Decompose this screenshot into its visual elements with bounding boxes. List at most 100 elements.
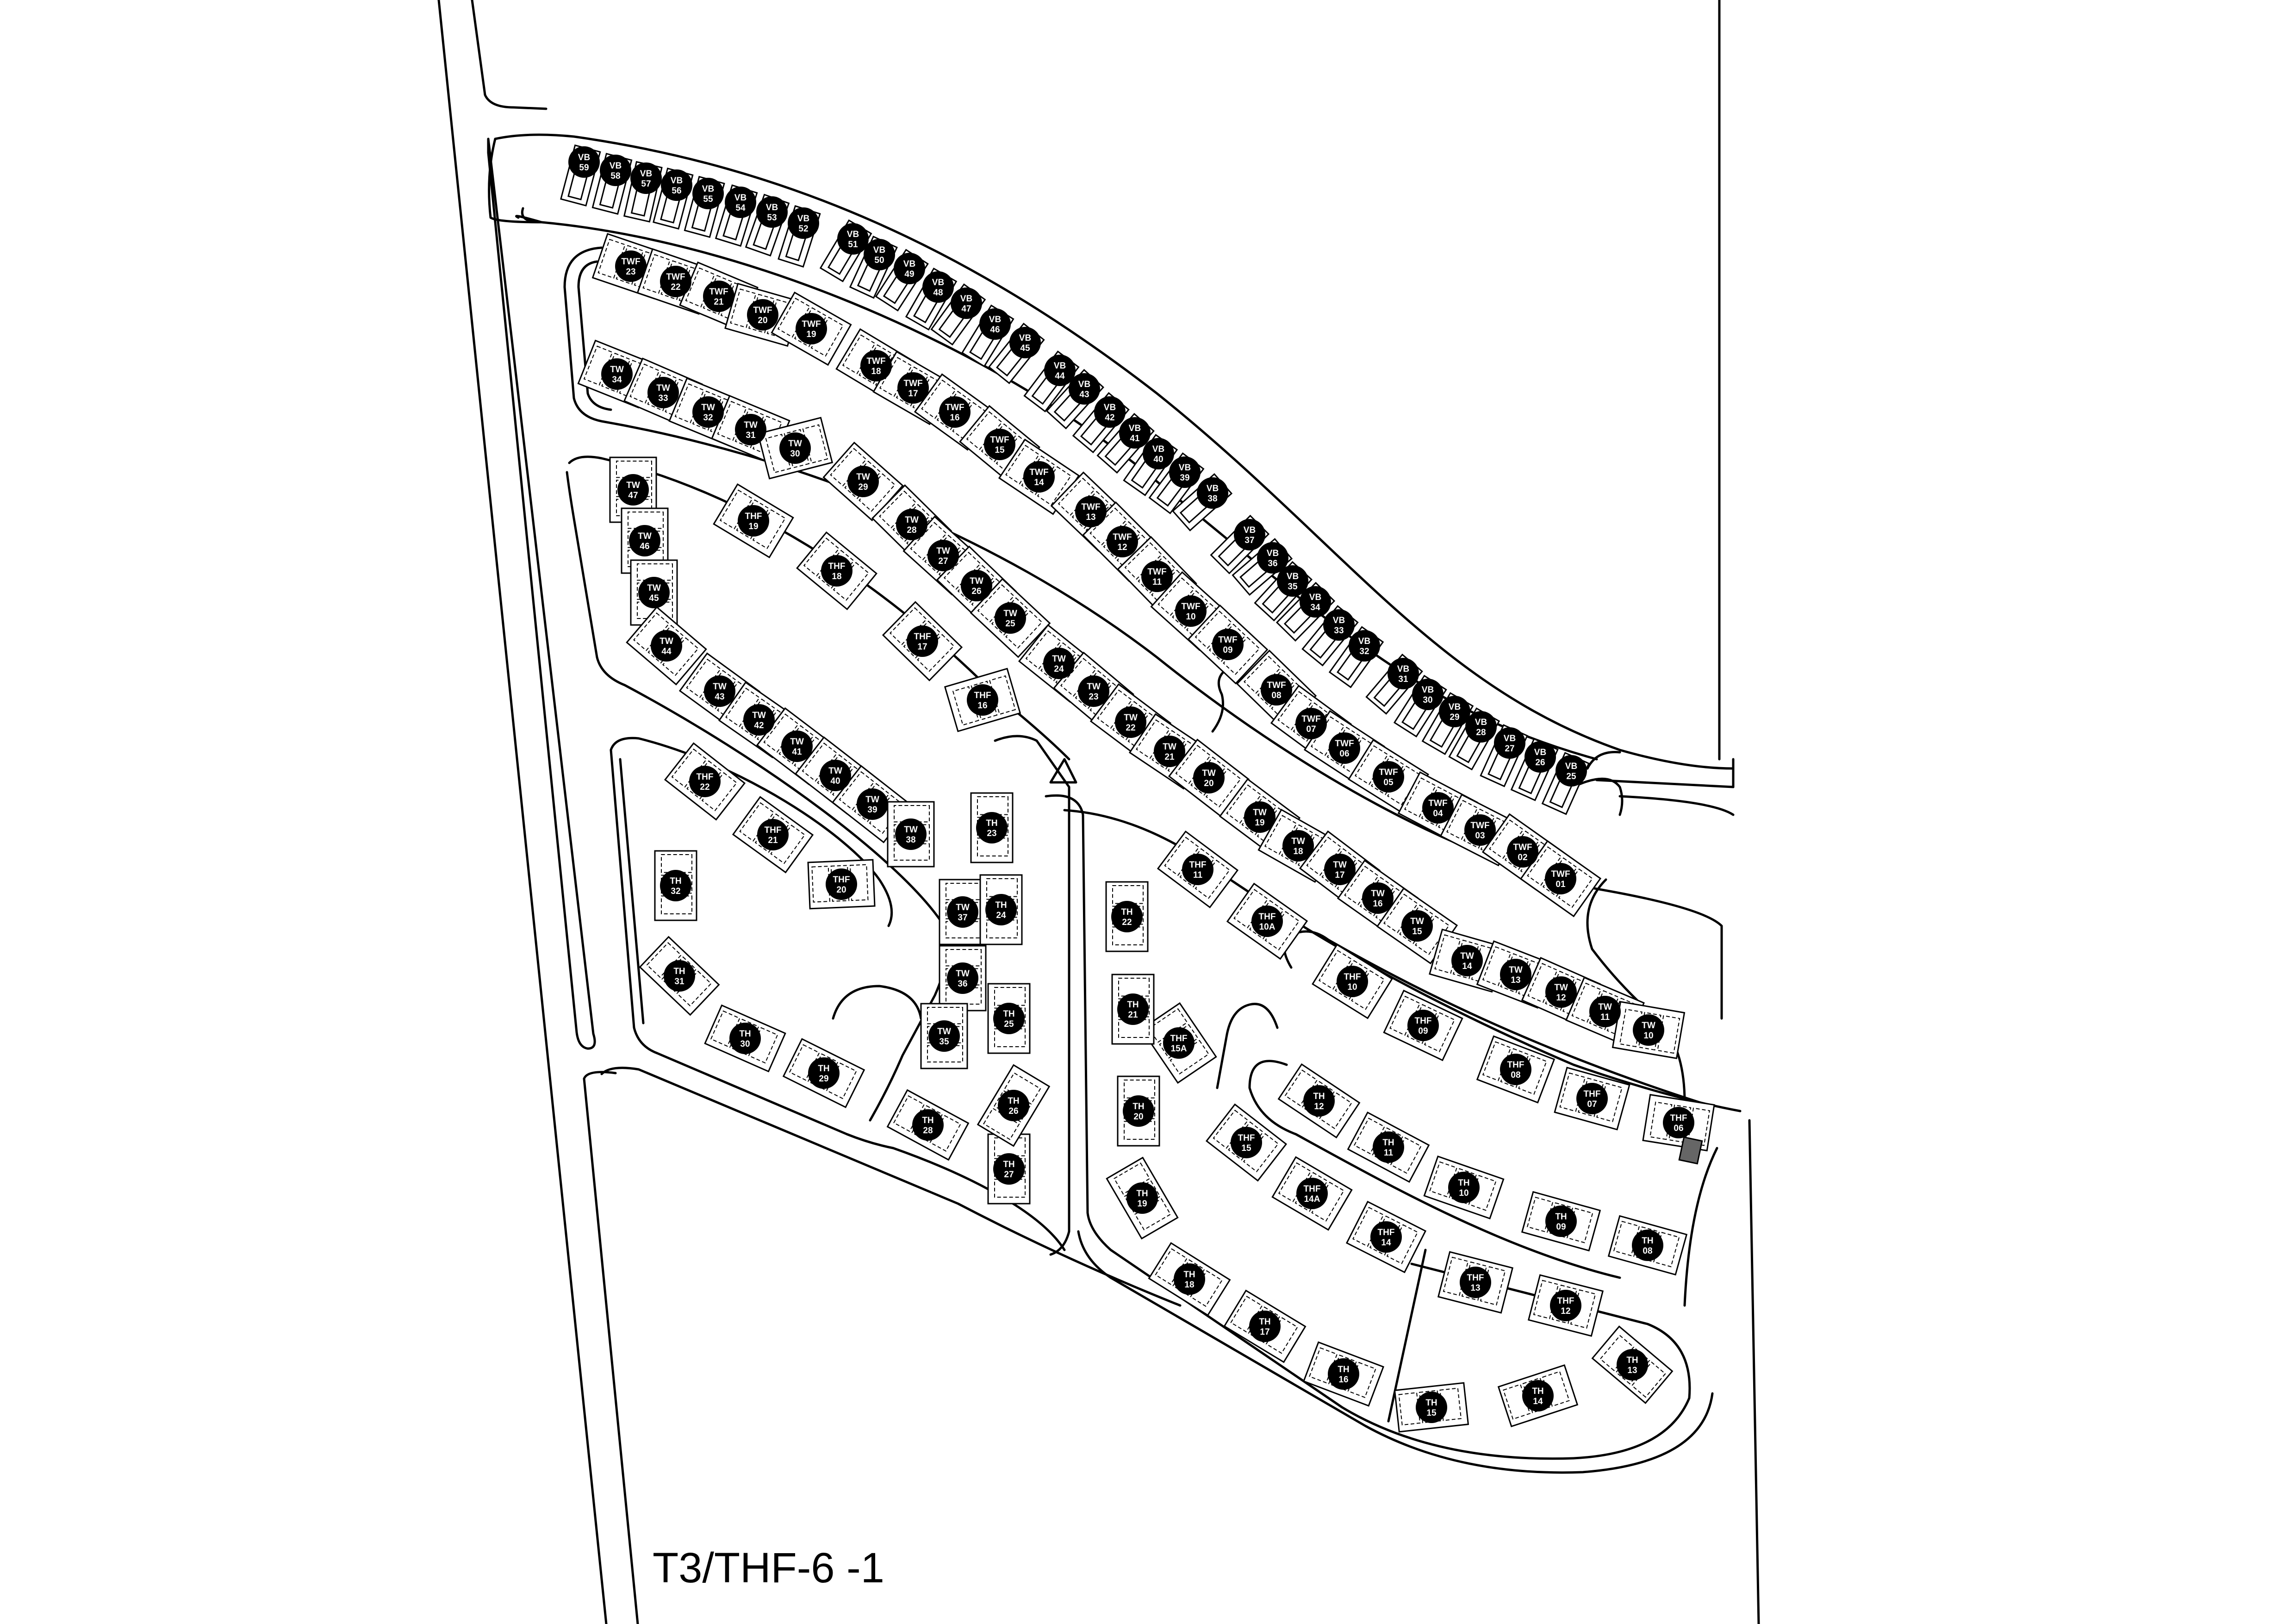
unit-marker-twf-20[interactable]: TWF20 — [747, 299, 778, 331]
unit-marker-tw-39[interactable]: TW39 — [857, 788, 888, 820]
unit-marker-twf-05[interactable]: TWF05 — [1373, 761, 1404, 793]
unit-marker-thf-17[interactable]: THF17 — [907, 625, 938, 657]
unit-marker-thf-18[interactable]: THF18 — [821, 555, 852, 587]
unit-marker-th-11[interactable]: TH11 — [1373, 1131, 1404, 1163]
unit-marker-vb-52[interactable]: VB52 — [788, 207, 819, 239]
unit-marker-twf-02[interactable]: TWF02 — [1507, 836, 1538, 868]
unit-marker-tw-30[interactable]: TW30 — [779, 432, 811, 464]
unit-marker-vb-26[interactable]: VB26 — [1524, 741, 1556, 773]
unit-marker-vb-46[interactable]: VB46 — [979, 308, 1011, 340]
unit-marker-thf-14[interactable]: THF14 — [1370, 1221, 1402, 1253]
unit-marker-thf-08[interactable]: THF08 — [1500, 1054, 1531, 1085]
unit-marker-tw-17[interactable]: TW17 — [1324, 854, 1356, 885]
unit-marker-th-29[interactable]: TH29 — [808, 1057, 840, 1089]
unit-marker-vb-29[interactable]: VB29 — [1439, 696, 1470, 727]
unit-marker-tw-24[interactable]: TW24 — [1043, 648, 1075, 679]
unit-marker-vb-48[interactable]: VB48 — [922, 271, 954, 303]
unit-marker-vb-36[interactable]: VB36 — [1257, 542, 1288, 574]
unit-marker-thf-22[interactable]: THF22 — [689, 766, 721, 797]
unit-marker-twf-07[interactable]: TWF07 — [1295, 708, 1327, 739]
unit-marker-tw-36[interactable]: TW36 — [947, 962, 978, 994]
unit-marker-twf-11[interactable]: TWF11 — [1141, 561, 1173, 592]
unit-marker-vb-28[interactable]: VB28 — [1465, 711, 1497, 743]
unit-marker-tw-38[interactable]: TW38 — [895, 818, 927, 850]
unit-marker-th-13[interactable]: TH13 — [1617, 1349, 1648, 1380]
unit-marker-twf-04[interactable]: TWF04 — [1422, 792, 1454, 824]
unit-marker-vb-34[interactable]: VB34 — [1300, 586, 1331, 618]
unit-marker-th-30[interactable]: TH30 — [729, 1023, 761, 1054]
unit-marker-th-19[interactable]: TH19 — [1126, 1182, 1158, 1214]
unit-marker-twf-17[interactable]: TWF17 — [897, 372, 929, 404]
unit-marker-thf-19[interactable]: THF19 — [738, 505, 769, 537]
unit-marker-thf-12[interactable]: THF12 — [1550, 1290, 1581, 1321]
unit-marker-thf-16[interactable]: THF16 — [967, 684, 998, 716]
unit-marker-twf-12[interactable]: TWF12 — [1107, 526, 1138, 557]
unit-marker-twf-10[interactable]: TWF10 — [1175, 595, 1207, 627]
unit-marker-tw-11[interactable]: TW11 — [1589, 996, 1621, 1027]
unit-marker-thf-10[interactable]: THF10 — [1337, 966, 1368, 997]
unit-marker-tw-40[interactable]: TW40 — [820, 760, 851, 791]
unit-marker-vb-45[interactable]: VB45 — [1009, 327, 1041, 358]
unit-marker-th-22[interactable]: TH22 — [1111, 901, 1143, 932]
unit-marker-tw-43[interactable]: TW43 — [704, 675, 735, 707]
unit-marker-twf-01[interactable]: TWF01 — [1545, 863, 1576, 894]
unit-marker-tw-34[interactable]: TW34 — [601, 358, 633, 390]
unit-marker-thf-06[interactable]: THF06 — [1663, 1107, 1694, 1138]
unit-marker-thf-13[interactable]: THF13 — [1460, 1267, 1491, 1298]
unit-marker-vb-39[interactable]: VB39 — [1169, 456, 1201, 488]
unit-marker-vb-55[interactable]: VB55 — [692, 178, 724, 209]
unit-marker-thf-15a[interactable]: THF15A — [1163, 1027, 1195, 1059]
unit-marker-th-16[interactable]: TH16 — [1328, 1358, 1359, 1390]
unit-marker-th-10[interactable]: TH10 — [1448, 1172, 1480, 1203]
unit-marker-th-23[interactable]: TH23 — [976, 812, 1008, 843]
unit-marker-th-27[interactable]: TH27 — [993, 1153, 1025, 1185]
unit-marker-vb-50[interactable]: VB50 — [864, 239, 895, 270]
unit-marker-vb-47[interactable]: VB47 — [951, 287, 982, 319]
unit-marker-thf-11[interactable]: THF11 — [1182, 854, 1213, 885]
unit-marker-twf-23[interactable]: TWF23 — [615, 250, 647, 282]
unit-marker-th-18[interactable]: TH18 — [1174, 1263, 1205, 1295]
unit-marker-vb-41[interactable]: VB41 — [1119, 417, 1151, 449]
unit-marker-thf-09[interactable]: THF09 — [1407, 1010, 1439, 1041]
unit-marker-vb-53[interactable]: VB53 — [756, 196, 788, 228]
unit-marker-vb-25[interactable]: VB25 — [1556, 755, 1587, 787]
unit-marker-vb-32[interactable]: VB32 — [1349, 630, 1380, 662]
unit-marker-tw-21[interactable]: TW21 — [1154, 736, 1185, 767]
unit-marker-twf-06[interactable]: TWF06 — [1329, 732, 1360, 764]
unit-marker-tw-18[interactable]: TW18 — [1282, 830, 1314, 862]
unit-marker-th-09[interactable]: TH09 — [1545, 1206, 1577, 1237]
unit-marker-th-25[interactable]: TH25 — [993, 1003, 1025, 1034]
unit-marker-twf-13[interactable]: TWF13 — [1075, 496, 1107, 527]
unit-marker-tw-15[interactable]: TW15 — [1401, 910, 1433, 942]
unit-marker-th-12[interactable]: TH12 — [1303, 1085, 1335, 1117]
unit-marker-tw-20[interactable]: TW20 — [1193, 762, 1225, 793]
unit-marker-th-08[interactable]: TH08 — [1632, 1230, 1663, 1261]
unit-marker-vb-38[interactable]: VB38 — [1197, 477, 1228, 509]
unit-marker-tw-25[interactable]: TW25 — [995, 602, 1026, 634]
unit-marker-tw-41[interactable]: TW41 — [781, 731, 813, 762]
unit-marker-tw-42[interactable]: TW42 — [743, 704, 775, 736]
unit-marker-twf-14[interactable]: TWF14 — [1023, 461, 1055, 493]
unit-marker-thf-15[interactable]: THF15 — [1231, 1127, 1262, 1158]
unit-marker-tw-46[interactable]: TW46 — [629, 525, 660, 556]
unit-marker-vb-54[interactable]: VB54 — [725, 187, 756, 218]
unit-marker-tw-47[interactable]: TW47 — [617, 474, 649, 506]
unit-marker-tw-31[interactable]: TW31 — [735, 414, 766, 445]
unit-marker-thf-10a[interactable]: THF10A — [1251, 906, 1283, 937]
unit-marker-th-20[interactable]: TH20 — [1123, 1095, 1154, 1127]
unit-marker-twf-21[interactable]: TWF21 — [703, 281, 734, 312]
unit-marker-twf-09[interactable]: TWF09 — [1212, 629, 1244, 660]
unit-marker-tw-28[interactable]: TW28 — [896, 509, 927, 540]
unit-marker-th-24[interactable]: TH24 — [985, 894, 1017, 925]
unit-marker-twf-16[interactable]: TWF16 — [939, 396, 971, 428]
unit-marker-th-17[interactable]: TH17 — [1249, 1311, 1281, 1342]
unit-marker-th-21[interactable]: TH21 — [1117, 993, 1149, 1025]
unit-marker-tw-32[interactable]: TW32 — [692, 396, 724, 428]
unit-marker-tw-10[interactable]: TW10 — [1633, 1014, 1664, 1046]
unit-marker-tw-33[interactable]: TW33 — [647, 377, 679, 408]
unit-marker-vb-43[interactable]: VB43 — [1069, 373, 1100, 405]
unit-marker-twf-19[interactable]: TWF19 — [796, 313, 827, 344]
unit-marker-vb-49[interactable]: VB49 — [894, 253, 925, 284]
unit-marker-vb-58[interactable]: VB58 — [600, 155, 631, 186]
unit-marker-tw-27[interactable]: TW27 — [927, 540, 959, 571]
